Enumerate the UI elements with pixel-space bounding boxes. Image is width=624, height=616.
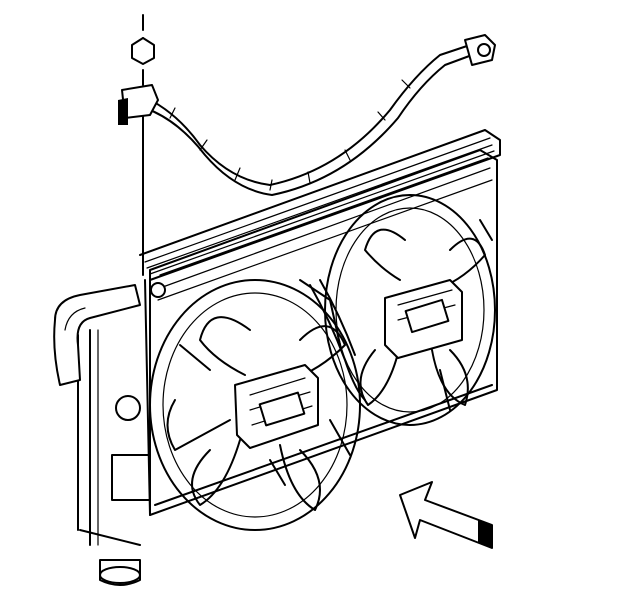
wiring-harness [139,44,473,401]
harness-connector [464,34,496,66]
mounting-bosses [111,282,166,501]
cooling-fan-left [149,279,361,531]
lower-outlet [99,559,141,586]
harness-clip [118,84,159,125]
retaining-nut [131,14,155,276]
fan-motor-left [234,364,319,449]
fan-motor-right [384,279,463,359]
upper-hose [53,284,141,386]
direction-arrow [399,481,493,549]
